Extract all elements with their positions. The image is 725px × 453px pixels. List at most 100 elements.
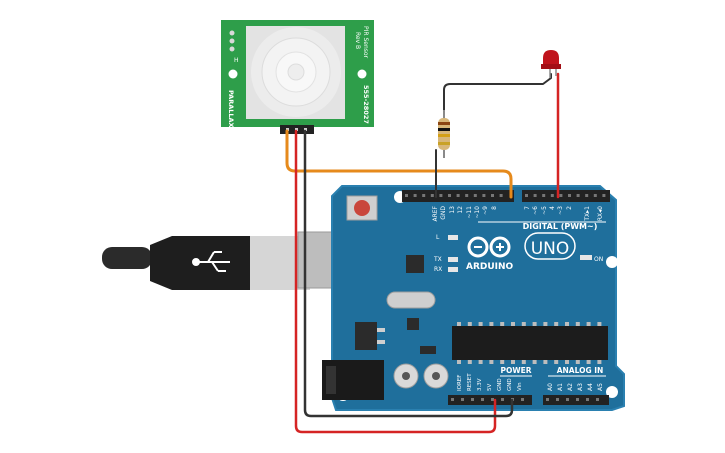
resistor bbox=[438, 110, 450, 158]
analog-pin-label: A2 bbox=[567, 383, 574, 391]
pir-header bbox=[280, 125, 314, 134]
digital-pin-label: GND bbox=[440, 206, 447, 220]
header-pin-hole bbox=[525, 194, 528, 197]
arduino-logo-icon bbox=[467, 236, 511, 258]
atmega-chip bbox=[452, 322, 608, 364]
led-rx-label: RX bbox=[434, 266, 442, 273]
header-pin-hole bbox=[585, 194, 589, 197]
chip-leg bbox=[554, 322, 559, 326]
digital-pin-label: 8 bbox=[491, 206, 498, 210]
chip-leg bbox=[575, 360, 580, 364]
power-pin-label: GND bbox=[507, 378, 513, 391]
chip-leg bbox=[478, 360, 483, 364]
chip-leg bbox=[565, 322, 569, 326]
chip-leg bbox=[565, 360, 569, 364]
analog-pin-label: A4 bbox=[587, 383, 594, 391]
pir-rev: Rev B bbox=[354, 32, 361, 49]
header-pin-hole bbox=[542, 194, 546, 197]
chip-leg bbox=[575, 322, 580, 326]
header-pin-hole bbox=[456, 194, 460, 197]
header-pin-hole bbox=[566, 398, 569, 401]
chip-leg bbox=[586, 322, 591, 326]
pir-dome bbox=[246, 26, 345, 119]
wire-black-resistor-led bbox=[443, 73, 552, 121]
pir-brand: PARALLAX bbox=[227, 90, 235, 128]
pir-jumper-pins bbox=[229, 30, 235, 52]
header-pin-hole bbox=[556, 398, 559, 401]
chip-leg bbox=[597, 322, 602, 326]
digital-pin-label: 12 bbox=[457, 206, 464, 214]
chip-leg bbox=[467, 322, 472, 326]
header-pin-hole bbox=[413, 194, 417, 197]
power-pin-label: Vin bbox=[517, 382, 523, 391]
header-pin-hole bbox=[439, 194, 443, 197]
power-label: POWER bbox=[500, 366, 531, 375]
header-pin-hole bbox=[533, 194, 537, 197]
reset-button[interactable] bbox=[346, 195, 378, 221]
digital-pin-label: 4 bbox=[549, 206, 556, 210]
chip-leg bbox=[521, 322, 526, 326]
header-pin-hole bbox=[576, 194, 580, 197]
arduino-brand: ARDUINO bbox=[466, 262, 514, 272]
header-pin-hole bbox=[576, 398, 579, 401]
pir-mount-hole bbox=[357, 69, 367, 79]
digital-pin-label: TX▸1 bbox=[584, 206, 591, 222]
led-on-label: ON bbox=[594, 256, 603, 263]
chip-leg bbox=[467, 360, 472, 364]
chip-leg bbox=[521, 360, 526, 364]
chip-leg bbox=[511, 360, 515, 364]
analog-pin-label: A1 bbox=[557, 383, 564, 391]
header-pin-hole bbox=[568, 194, 571, 197]
chip-leg bbox=[489, 322, 494, 326]
header-pin-hole bbox=[491, 398, 494, 401]
usb-chip bbox=[406, 255, 424, 273]
pir-sensor[interactable]: H PARALLAX PIR Sensor Rev B 555-28027 bbox=[221, 20, 374, 134]
header-pin-hole bbox=[422, 194, 426, 197]
header-pin-hole bbox=[559, 194, 563, 197]
power-pin-label: IOREF bbox=[457, 375, 463, 391]
pir-mount-hole bbox=[228, 69, 238, 79]
crystal bbox=[386, 291, 436, 309]
header-pin-hole bbox=[521, 398, 524, 401]
power-pin-label: 5V bbox=[487, 384, 493, 391]
header-pin-hole bbox=[596, 398, 599, 401]
led-l-label: L bbox=[436, 234, 440, 241]
header-pin-hole bbox=[501, 398, 504, 401]
uno-badge: UNO bbox=[524, 232, 576, 260]
header-pin-hole bbox=[593, 194, 597, 197]
chip-leg bbox=[489, 360, 494, 364]
header-pin-hole bbox=[451, 398, 454, 401]
usb-icon bbox=[192, 251, 230, 272]
power-pin-label: RESET bbox=[467, 373, 473, 391]
digital-pin-label: 2 bbox=[566, 206, 573, 210]
header-pin-hole bbox=[465, 194, 469, 197]
header-pin-hole bbox=[430, 194, 434, 197]
small-chip bbox=[407, 318, 419, 330]
chip-leg bbox=[532, 322, 537, 326]
power-header[interactable] bbox=[448, 395, 532, 405]
header-pin-hole bbox=[448, 194, 451, 197]
red-led bbox=[541, 50, 561, 78]
pir-title: PIR Sensor bbox=[362, 26, 369, 59]
digital-pin-label: 7 bbox=[524, 206, 531, 210]
status-leds: L TX RX ON bbox=[433, 234, 603, 273]
chip-leg bbox=[511, 322, 515, 326]
digital-pin-label: ~10 bbox=[474, 206, 481, 219]
analog-pin-label: A5 bbox=[597, 383, 604, 391]
wire-black-gnd bbox=[303, 129, 514, 418]
header-pin-hole bbox=[473, 194, 477, 197]
header-pin-hole bbox=[471, 398, 474, 401]
header-pin-hole bbox=[481, 398, 484, 401]
header-pin-hole bbox=[499, 194, 503, 197]
chip-leg bbox=[586, 360, 591, 364]
chip-leg bbox=[500, 322, 505, 326]
small-component bbox=[420, 346, 436, 354]
analog-pin-label: A0 bbox=[547, 383, 554, 391]
wire-red-5v bbox=[294, 129, 497, 434]
dc-power-jack[interactable] bbox=[322, 360, 384, 400]
digital-pin-label: ~11 bbox=[466, 206, 473, 219]
